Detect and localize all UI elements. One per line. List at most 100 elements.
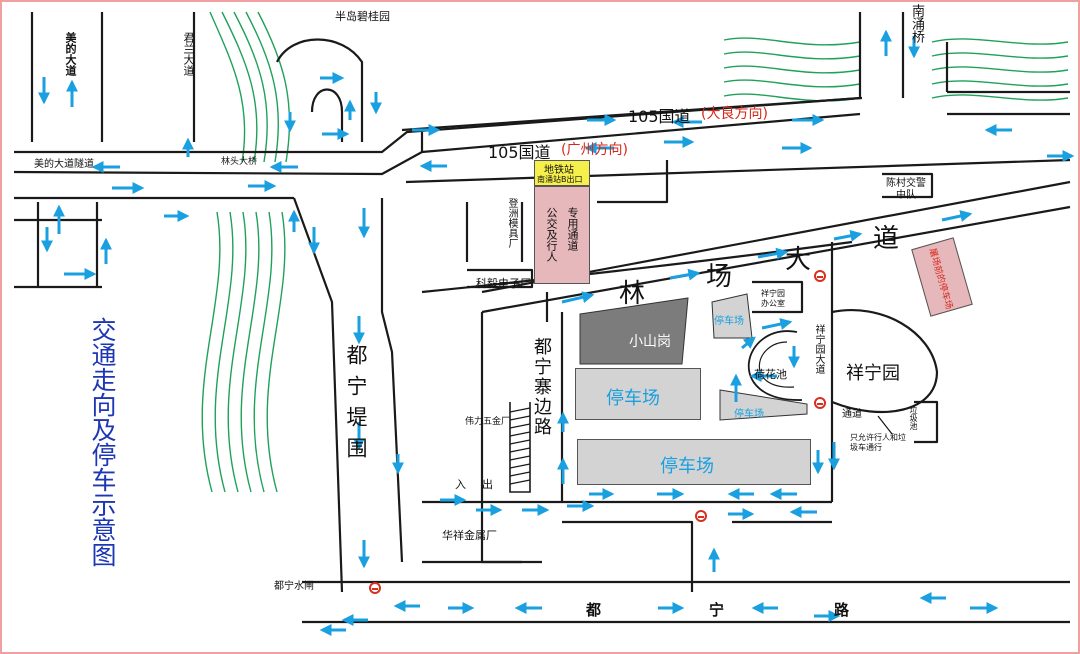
road-label-linchang-4: 道	[873, 224, 900, 254]
road-label-duning-zhaibian-road: 都宁寨边路	[531, 337, 552, 437]
place-parking-bottom: 停车场	[660, 456, 714, 477]
road-stripe	[509, 415, 531, 421]
road-stripe	[509, 479, 531, 485]
river-line	[931, 52, 1069, 59]
road-edge	[292, 197, 344, 593]
road-stripe	[509, 471, 531, 477]
road-stripe	[509, 463, 531, 469]
road-label-xiangningyuan-ave: 祥宁园大道	[813, 324, 824, 374]
place-metro-exit: 南涌站B出口	[537, 175, 583, 184]
no-entry-sign	[814, 397, 826, 409]
road-label-bandao-biguiyuan: 半岛碧桂园	[335, 10, 390, 23]
place-lotus-pond: 荷花池	[754, 368, 787, 381]
road-label-tongdao: 通道	[842, 409, 862, 420]
river-line	[931, 94, 1069, 101]
road-edge	[401, 96, 863, 132]
river-line	[227, 211, 247, 493]
road-stripe	[509, 447, 531, 453]
traffic-arrow	[833, 229, 863, 242]
road-edge	[882, 172, 934, 199]
parking-area-bottom	[577, 439, 811, 485]
road-label-duning-road-2: 宁	[709, 601, 725, 619]
no-entry-sign	[695, 510, 707, 522]
road-edge	[752, 280, 804, 314]
place-dedicated-channel: 专用通道	[566, 207, 579, 251]
place-parking-small-1: 停车场	[714, 316, 744, 327]
lotus-pond-edge	[747, 330, 803, 401]
traffic-arrow	[561, 291, 595, 304]
place-xiaoshangang: 小山岗	[629, 334, 671, 350]
road-label-nanyong-bridge: 南涌桥	[909, 4, 924, 43]
river-line	[209, 11, 246, 163]
river-line	[253, 211, 273, 493]
road-stripe	[509, 431, 531, 437]
river-line	[266, 211, 286, 493]
road-label-lintou-bridge: 林头大桥	[221, 157, 258, 167]
road-edge	[467, 268, 534, 289]
river-line	[201, 211, 221, 493]
road-label-meide-tunnel: 美的大道隧道	[34, 159, 94, 170]
place-entry: 入	[455, 478, 466, 491]
road-label-105-b: 105国道	[488, 143, 551, 162]
parking-small-area	[719, 389, 808, 421]
place-xiangningyuan-office: 祥宁园办公室	[761, 289, 785, 308]
map-title: 交通走向及停车示意图	[88, 317, 117, 567]
road-stripe	[509, 423, 531, 429]
place-pedestrian-only: 只允许行人和垃圾车通行	[850, 433, 906, 452]
river-line	[723, 51, 861, 60]
road-edge	[380, 198, 404, 563]
traffic-arrow	[941, 210, 973, 222]
place-parking-small-2: 停车场	[734, 409, 764, 420]
place-xiangningyuan: 祥宁园	[846, 363, 900, 384]
road-edge	[509, 402, 531, 493]
river-line	[723, 65, 861, 74]
place-duning-sluice: 都宁水闸	[274, 581, 314, 592]
parking-area-large	[575, 368, 701, 420]
road-edge	[480, 312, 522, 564]
river-line	[931, 38, 1069, 45]
place-garbage-pool: 垃圾池	[909, 406, 918, 430]
road-edge	[14, 96, 861, 154]
road-edge	[13, 112, 861, 176]
place-weili-hardware: 伟力五金厂	[465, 417, 511, 427]
road-stripe	[509, 439, 531, 445]
no-entry-sign	[369, 582, 381, 594]
road-label-meide-ave: 美的大道	[64, 32, 77, 76]
place-dengzhou-mold: 登洲模具厂	[506, 198, 517, 248]
road-label-duning-dike: 都宁堤围	[344, 344, 368, 468]
road-edge	[914, 400, 939, 444]
road-label-linchang-1: 林	[619, 279, 646, 309]
traffic-arrow	[741, 336, 756, 350]
road-label-junlan-ave: 君兰大道	[182, 32, 195, 76]
traffic-arrow	[669, 268, 701, 281]
no-entry-sign	[814, 270, 826, 282]
river-line	[233, 11, 268, 163]
road-label-105-a-dir: (大良方向)	[701, 106, 768, 122]
road-label-duning-road-3: 路	[834, 601, 850, 619]
road-label-linchang-3: 大	[785, 245, 812, 275]
road-edge	[831, 309, 939, 414]
road-label-105-a: 105国道	[628, 107, 691, 126]
hill-area	[579, 297, 689, 365]
road-edge	[310, 88, 344, 142]
river-line	[240, 211, 260, 493]
metro-station-block	[534, 160, 590, 186]
place-keyi-electronic: 科毅电子厂	[476, 277, 531, 290]
place-exit: 出	[482, 478, 493, 491]
road-edge	[562, 520, 694, 592]
river-line	[931, 80, 1069, 87]
place-chencun-police: 陈村交警中队	[886, 178, 926, 201]
river-line	[931, 66, 1069, 73]
place-metro-station: 地铁站	[544, 165, 574, 176]
road-stripe	[509, 455, 531, 461]
river-line	[221, 11, 258, 163]
road-edge	[421, 240, 853, 294]
road-edge	[597, 160, 669, 204]
river-line	[214, 211, 234, 493]
road-label-105-b-dir: (广州方向)	[561, 142, 628, 158]
river-line	[245, 11, 280, 163]
pointer-line	[877, 415, 893, 435]
place-parking-large: 停车场	[606, 388, 660, 409]
river-line	[257, 11, 291, 163]
